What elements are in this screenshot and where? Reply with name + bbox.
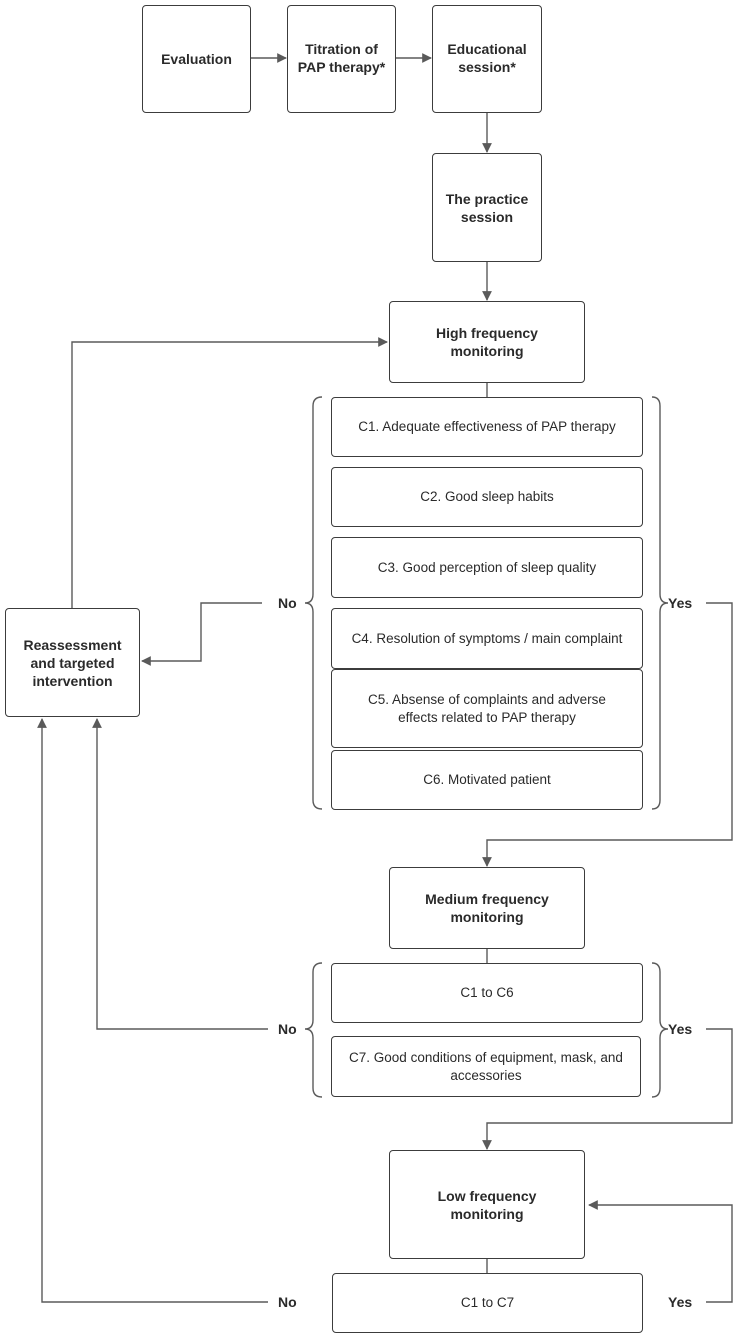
high-frequency-monitoring-label: High frequency monitoring xyxy=(436,325,538,359)
practice-session-box[interactable]: The practice session xyxy=(432,153,542,262)
criterion-c7[interactable]: C7. Good conditions of equipment, mask, … xyxy=(331,1036,641,1097)
arrow-yes-high-to-medium xyxy=(482,602,733,867)
criterion-c1-to-c6[interactable]: C1 to C6 xyxy=(331,963,643,1023)
criterion-c5[interactable]: C5. Absense of complaints and adverse ef… xyxy=(331,669,643,748)
criterion-c6-label: C6. Motivated patient xyxy=(423,772,551,787)
criterion-c4-label: C4. Resolution of symptoms / main compla… xyxy=(351,630,623,646)
arrow-no-medium-to-reassessment xyxy=(92,718,268,1030)
arrow-reassessment-to-high xyxy=(71,337,388,608)
no-label-low: No xyxy=(278,1294,297,1310)
criterion-c1[interactable]: C1. Adequate effectiveness of PAP therap… xyxy=(331,397,643,457)
educational-session-label: Educational session* xyxy=(447,41,527,75)
reassessment-box[interactable]: Reassessment and targeted intervention xyxy=(5,608,140,717)
titration-box[interactable]: Titration of PAP therapy* xyxy=(287,5,396,113)
evaluation-box[interactable]: Evaluation xyxy=(142,5,251,113)
low-frequency-monitoring-label: Low frequency monitoring xyxy=(437,1187,537,1222)
educational-session-box[interactable]: Educational session* xyxy=(432,5,542,113)
no-label-high: No xyxy=(278,595,297,611)
arrow-no-high-to-reassessment xyxy=(141,602,262,666)
medium-frequency-monitoring-box[interactable]: Medium frequency monitoring xyxy=(389,867,585,949)
reassessment-label: Reassessment and targeted intervention xyxy=(23,636,122,689)
low-frequency-monitoring-box[interactable]: Low frequency monitoring xyxy=(389,1150,585,1259)
yes-label-low: Yes xyxy=(668,1294,693,1310)
brace-left-medium xyxy=(304,962,323,1098)
criterion-c2[interactable]: C2. Good sleep habits xyxy=(331,467,643,527)
brace-left-high xyxy=(304,396,323,810)
titration-label: Titration of PAP therapy* xyxy=(297,41,386,75)
criterion-c2-label: C2. Good sleep habits xyxy=(420,489,554,504)
medium-frequency-monitoring-label: Medium frequency monitoring xyxy=(425,891,549,925)
arrow-yes-low-loop xyxy=(588,1200,733,1303)
criterion-c3-label: C3. Good perception of sleep quality xyxy=(377,559,597,575)
evaluation-label: Evaluation xyxy=(161,51,232,67)
criterion-c1-to-c7-label: C1 to C7 xyxy=(460,1295,515,1310)
criterion-c3[interactable]: C3. Good perception of sleep quality xyxy=(331,537,643,598)
brace-right-medium xyxy=(651,962,669,1098)
arrow-no-low-to-reassessment xyxy=(37,718,268,1303)
no-label-medium: No xyxy=(278,1021,297,1037)
criterion-c1-label: C1. Adequate effectiveness of PAP therap… xyxy=(358,419,616,434)
practice-session-label: The practice session xyxy=(445,190,529,225)
high-frequency-monitoring-box[interactable]: High frequency monitoring xyxy=(389,301,585,383)
criterion-c1-to-c7[interactable]: C1 to C7 xyxy=(332,1273,643,1333)
criterion-c1-to-c6-label: C1 to C6 xyxy=(460,985,514,1000)
arrow-yes-medium-to-low xyxy=(482,1028,733,1150)
yes-label-high: Yes xyxy=(668,595,693,611)
criterion-c6[interactable]: C6. Motivated patient xyxy=(331,750,643,810)
criterion-c5-label: C5. Absense of complaints and adverse ef… xyxy=(368,691,606,725)
criterion-c4[interactable]: C4. Resolution of symptoms / main compla… xyxy=(331,608,643,669)
yes-label-medium: Yes xyxy=(668,1021,693,1037)
criterion-c7-label: C7. Good conditions of equipment, mask, … xyxy=(349,1049,623,1083)
brace-right-high xyxy=(651,396,669,810)
